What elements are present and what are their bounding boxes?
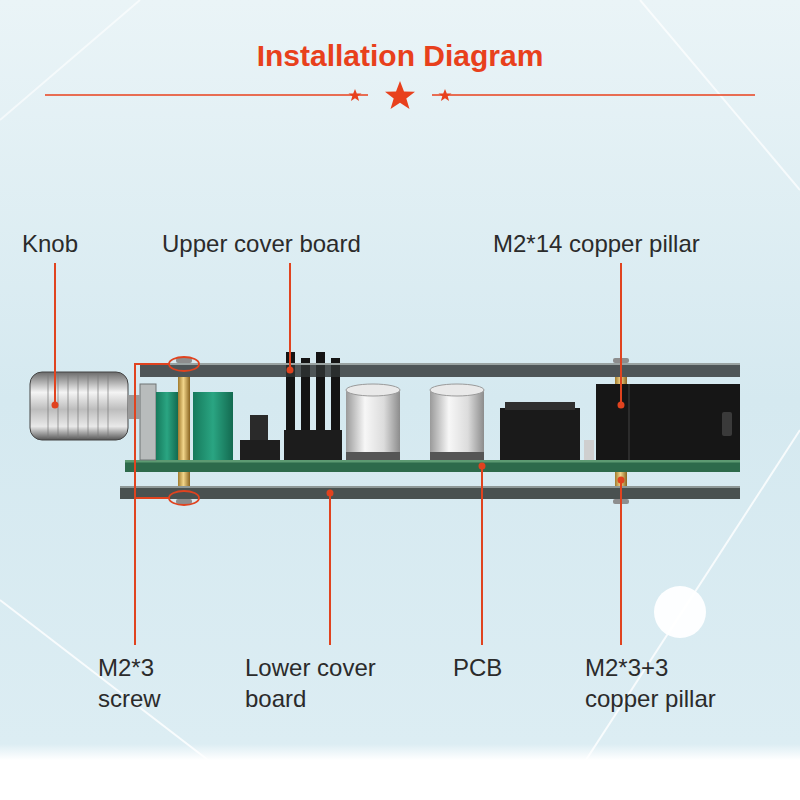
leader-lines-part xyxy=(54,263,56,405)
amplifier-board-assembly-part xyxy=(140,384,156,460)
background-part xyxy=(560,430,800,800)
leader-lines-part xyxy=(619,478,624,483)
amplifier-board-assembly-part xyxy=(346,384,400,396)
part-label: M2*3 screw xyxy=(98,652,188,714)
amplifier-board-assembly-part xyxy=(120,486,740,499)
amplifier-board-assembly-part xyxy=(178,472,190,486)
title-rule-part xyxy=(432,94,755,96)
label-holder: M2*14 copper pillar xyxy=(493,228,700,259)
amplifier-board-assembly-part xyxy=(169,357,199,371)
label-holder: Lower cover board xyxy=(245,652,405,714)
leader-lines-part xyxy=(135,497,169,499)
leader-lines-part xyxy=(53,403,58,408)
null-part-part xyxy=(88,374,89,438)
amplifier-board-assembly-part xyxy=(125,460,740,463)
label-holder: Upper cover board xyxy=(162,228,361,259)
null-part-part xyxy=(108,374,109,438)
title-rule-part xyxy=(385,81,415,109)
background-part xyxy=(0,0,140,120)
amplifier-board-assembly-part xyxy=(120,486,740,488)
amplifier-board-assembly-part xyxy=(176,358,192,363)
amplifier-board-assembly xyxy=(30,352,740,505)
amplifier-board-assembly-part xyxy=(346,452,400,460)
part-label: Knob xyxy=(22,228,78,259)
amplifier-board-assembly-part xyxy=(628,384,630,460)
amplifier-board-assembly-part xyxy=(346,390,400,460)
label-holder: Knob xyxy=(22,228,78,259)
leader-lines-part xyxy=(289,263,291,370)
label-holder: M2*3+3 copper pillar xyxy=(585,652,745,714)
title-rule-part xyxy=(349,89,362,101)
null-part xyxy=(48,374,108,438)
null-part-part xyxy=(68,374,69,438)
null-part-part xyxy=(78,374,79,438)
title-holder: Installation Diagram xyxy=(0,38,800,74)
leader-lines-part xyxy=(480,464,485,469)
part-label: Lower cover board xyxy=(245,652,405,714)
amplifier-board-assembly-part xyxy=(140,363,740,365)
leader-lines-part xyxy=(288,368,293,373)
label-holder: PCB xyxy=(453,652,502,683)
amplifier-board-assembly-part xyxy=(176,499,192,504)
amplifier-board-assembly-part xyxy=(156,392,178,460)
leader-lines-part xyxy=(329,493,331,645)
leader-lines-part xyxy=(619,403,624,408)
leader-lines-part xyxy=(481,466,483,645)
title-rule-part xyxy=(439,89,452,101)
leader-lines xyxy=(53,263,624,645)
label-holder: M2*3 screw xyxy=(98,652,188,714)
title-rule-part xyxy=(45,94,368,96)
amplifier-board-assembly-part xyxy=(250,415,268,440)
amplifier-board-assembly-part xyxy=(30,372,128,440)
amplifier-board-assembly-part xyxy=(284,430,342,460)
amplifier-board-assembly-part xyxy=(505,402,575,410)
amplifier-board-assembly-part xyxy=(169,491,199,505)
part-label: M2*14 copper pillar xyxy=(493,228,700,259)
amplifier-board-assembly-part xyxy=(722,412,732,436)
background-part xyxy=(0,600,260,800)
amplifier-board-assembly-part xyxy=(430,452,484,460)
leader-lines-part xyxy=(620,480,622,645)
amplifier-board-assembly-part xyxy=(140,363,740,377)
null-part-part xyxy=(48,374,49,438)
amplifier-board-assembly-part xyxy=(430,384,484,396)
amplifier-board-assembly-part xyxy=(596,384,740,460)
part-label: Upper cover board xyxy=(162,228,361,259)
leader-lines-part xyxy=(135,364,169,645)
amplifier-board-assembly-part xyxy=(193,392,233,460)
null-part-part xyxy=(98,374,99,438)
leader-lines-part xyxy=(620,263,622,405)
amplifier-board-assembly-part xyxy=(584,440,594,460)
amplifier-board-assembly-part xyxy=(430,390,484,460)
amplifier-board-assembly-part xyxy=(125,460,740,472)
amplifier-board-assembly-part xyxy=(240,440,280,460)
leader-lines-part xyxy=(328,491,333,496)
part-label: M2*3+3 copper pillar xyxy=(585,652,745,714)
amplifier-board-assembly-part xyxy=(500,408,580,460)
diagram-title: Installation Diagram xyxy=(0,38,800,74)
title-rule xyxy=(45,81,755,109)
amplifier-board-assembly-part xyxy=(178,377,190,460)
background-part xyxy=(654,586,706,638)
part-label: PCB xyxy=(453,652,502,683)
